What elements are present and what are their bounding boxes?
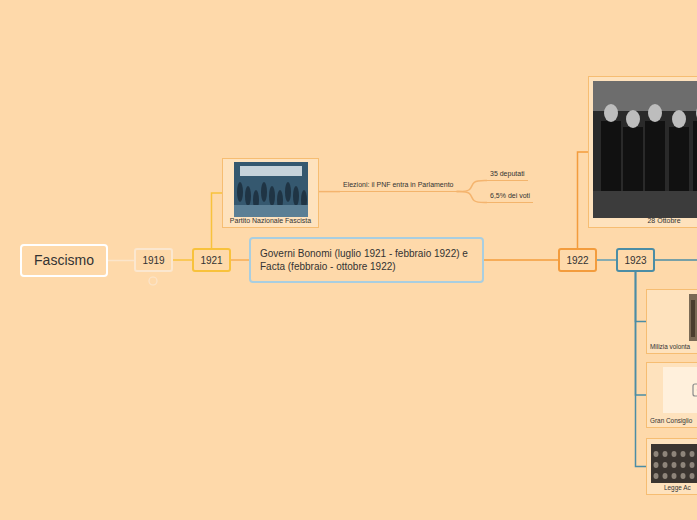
node-label: 1921 [200,254,222,267]
connector [636,272,647,322]
connector [457,192,488,203]
topic-box: Governi Bonomi (luglio 1921 - febbraio 1… [249,237,484,283]
connector [636,272,647,395]
connector [636,272,647,467]
connector [484,259,558,261]
underlined-topic: 35 deputati [487,169,528,181]
connector [457,181,488,192]
collapse-dot [149,277,157,285]
connector [173,259,192,261]
node-label: 1919 [142,254,164,267]
year-box: 1919 [134,248,173,272]
root-box: Fascismo [20,244,108,277]
image-box: 28 Ottobre [588,76,697,228]
image-caption: Milizia volonta [650,343,690,351]
illustration [689,294,697,341]
image-caption: 28 Ottobre [589,216,697,225]
image-box: Partito Nazionale Fascista [222,158,319,228]
underlined-topic: Elezioni: il PNF entra in Parlamento [340,180,457,192]
image-box: Legge Ac [646,438,697,495]
image-box: Gran Consiglio [646,362,697,428]
illustration [593,81,697,218]
year-box: 1923 [616,248,655,272]
node-label: 1922 [566,254,588,267]
illustration [663,367,697,413]
image-caption: Gran Consiglio [650,417,692,425]
node-label: Elezioni: il PNF entra in Parlamento [343,180,454,189]
node-label: 1923 [624,254,646,267]
connector [231,259,249,261]
node-label: Governi Bonomi (luglio 1921 - febbraio 1… [260,247,473,273]
node-label: 35 deputati [490,169,525,178]
connector [597,259,616,261]
illustration [651,444,697,483]
year-box: 1921 [192,248,231,272]
year-box: 1922 [558,248,597,272]
node-label: Fascismo [34,251,94,269]
branch-line [655,259,697,261]
image-caption: Partito Nazionale Fascista [223,216,318,225]
node-label: 6,5% dei voti [490,191,530,200]
illustration [234,162,308,217]
underlined-topic: 6,5% dei voti [487,191,533,203]
connector [319,191,340,193]
connector [108,260,134,262]
connector [578,152,589,248]
image-caption: Legge Ac [664,484,691,492]
connector [212,193,223,248]
image-box: Milizia volonta [646,289,697,354]
